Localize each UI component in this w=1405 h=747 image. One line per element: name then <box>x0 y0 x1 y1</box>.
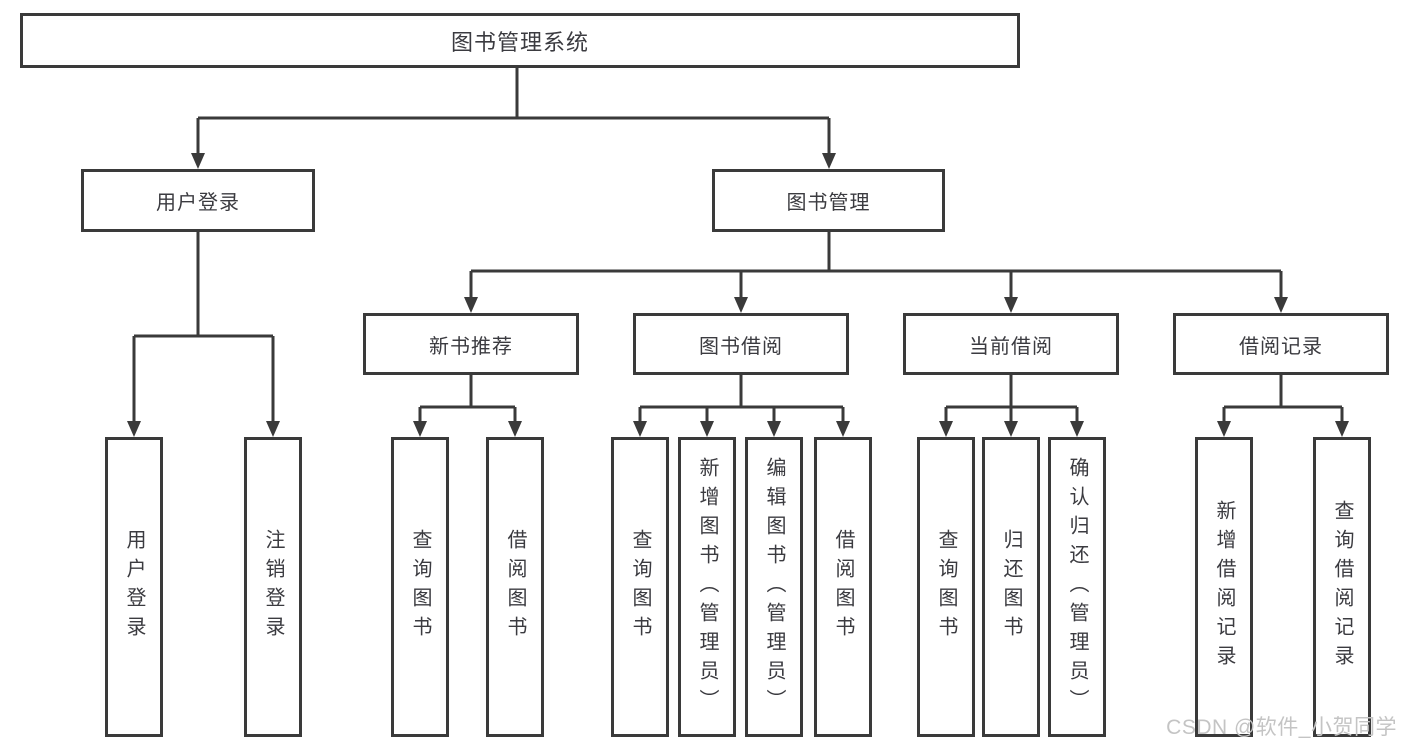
node-borrow-records-label: 借阅记录 <box>1239 335 1323 358</box>
node-book-management: 图书管理 <box>712 169 945 232</box>
node-leaf-add-book-admin: 新增图书（管理员） <box>678 437 736 737</box>
watermark: CSDN @软件_小贺同学 <box>1166 716 1397 739</box>
node-leaf-query-books-current: 查询图书 <box>917 437 975 737</box>
node-leaf-logout: 注销登录 <box>244 437 302 737</box>
node-new-book-recommend-label: 新书推荐 <box>429 335 513 358</box>
node-leaf-edit-book-admin-label: 编辑图书（管理员） <box>763 456 785 718</box>
node-leaf-borrow-books-label: 借阅图书 <box>832 529 854 645</box>
node-leaf-confirm-return-admin-label: 确认归还（管理员） <box>1066 456 1088 718</box>
node-leaf-user-login: 用户登录 <box>105 437 163 737</box>
node-new-book-recommend: 新书推荐 <box>363 313 579 375</box>
node-leaf-return-book-label: 归还图书 <box>1000 529 1022 645</box>
node-leaf-query-books-borrowing-label: 查询图书 <box>629 529 651 645</box>
node-leaf-confirm-return-admin: 确认归还（管理员） <box>1048 437 1106 737</box>
node-borrow-records: 借阅记录 <box>1173 313 1389 375</box>
node-leaf-user-login-label: 用户登录 <box>123 529 145 645</box>
node-leaf-return-book: 归还图书 <box>982 437 1040 737</box>
node-current-borrowing: 当前借阅 <box>903 313 1119 375</box>
node-leaf-add-borrow-record-label: 新增借阅记录 <box>1213 500 1235 674</box>
node-root-system: 图书管理系统 <box>20 13 1020 68</box>
node-leaf-logout-label: 注销登录 <box>262 529 284 645</box>
node-user-login-label: 用户登录 <box>156 192 240 214</box>
node-user-login: 用户登录 <box>81 169 315 232</box>
node-leaf-query-books-recommend: 查询图书 <box>391 437 449 737</box>
node-leaf-query-borrow-record-label: 查询借阅记录 <box>1331 500 1353 674</box>
node-leaf-query-borrow-record: 查询借阅记录 <box>1313 437 1371 737</box>
node-leaf-query-books-borrowing: 查询图书 <box>611 437 669 737</box>
node-leaf-borrow-books-recommend: 借阅图书 <box>486 437 544 737</box>
node-root-label: 图书管理系统 <box>450 29 589 55</box>
node-leaf-add-borrow-record: 新增借阅记录 <box>1195 437 1253 737</box>
node-leaf-query-books-current-label: 查询图书 <box>935 529 957 645</box>
node-leaf-add-book-admin-label: 新增图书（管理员） <box>696 456 718 718</box>
arrowheads <box>127 153 1349 437</box>
node-current-borrowing-label: 当前借阅 <box>969 335 1053 358</box>
node-book-management-label: 图书管理 <box>786 192 871 214</box>
node-leaf-edit-book-admin: 编辑图书（管理员） <box>745 437 803 737</box>
node-leaf-borrow-books: 借阅图书 <box>814 437 872 737</box>
node-leaf-borrow-books-recommend-label: 借阅图书 <box>504 529 526 645</box>
node-book-borrowing: 图书借阅 <box>633 313 849 375</box>
node-leaf-query-books-recommend-label: 查询图书 <box>409 529 431 645</box>
node-book-borrowing-label: 图书借阅 <box>699 335 783 358</box>
